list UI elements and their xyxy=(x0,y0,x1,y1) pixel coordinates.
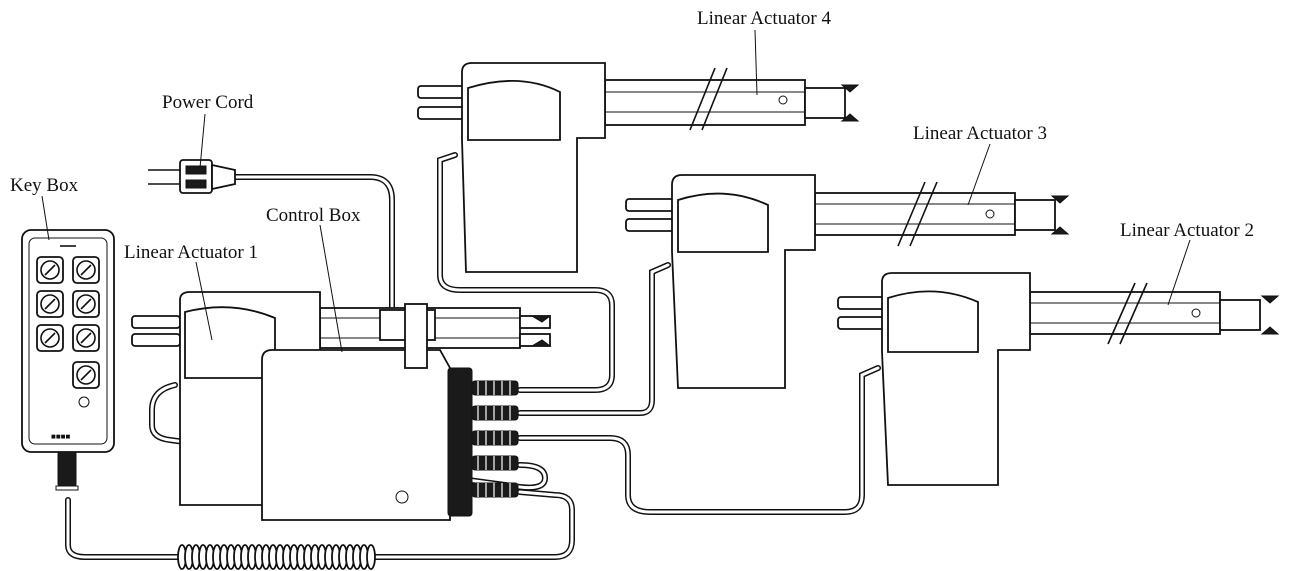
up-arrow-icon[interactable] xyxy=(36,290,64,318)
up-arrow-icon[interactable] xyxy=(36,324,64,352)
cable-connector xyxy=(471,380,519,396)
leader-lines xyxy=(41,29,1191,353)
label-linear-actuator-4: Linear Actuator 4 xyxy=(697,8,832,29)
linear-actuator-3 xyxy=(625,174,1070,389)
cable-connector xyxy=(471,482,519,498)
coiled-cable xyxy=(177,544,376,570)
down-arrow-icon[interactable] xyxy=(72,256,100,284)
linear-actuator-4 xyxy=(417,62,860,273)
label-control-box: Control Box xyxy=(266,205,361,226)
down-arrow-icon[interactable] xyxy=(72,324,100,352)
label-power-cord: Power Cord xyxy=(162,92,254,113)
label-linear-actuator-3: Linear Actuator 3 xyxy=(913,123,1047,144)
cables xyxy=(65,152,881,560)
power-plug xyxy=(148,159,236,194)
labels: Linear Actuator 4 Linear Actuator 3 Line… xyxy=(10,8,1254,263)
label-linear-actuator-1: Linear Actuator 1 xyxy=(124,242,258,263)
key-box: ■■■■ xyxy=(21,229,115,491)
cable-connector xyxy=(471,405,519,421)
wrench-icon[interactable] xyxy=(72,361,100,389)
down-arrow-icon[interactable] xyxy=(72,290,100,318)
key-box-brand: ■■■■ xyxy=(51,432,70,441)
up-arrow-icon[interactable] xyxy=(36,256,64,284)
logo-icon xyxy=(78,396,90,408)
linear-actuator-2 xyxy=(837,272,1280,486)
label-linear-actuator-2: Linear Actuator 2 xyxy=(1120,220,1254,241)
control-box xyxy=(261,303,519,521)
label-key-box: Key Box xyxy=(10,175,79,196)
cable-connector xyxy=(471,430,519,446)
cable-connector xyxy=(471,455,519,471)
